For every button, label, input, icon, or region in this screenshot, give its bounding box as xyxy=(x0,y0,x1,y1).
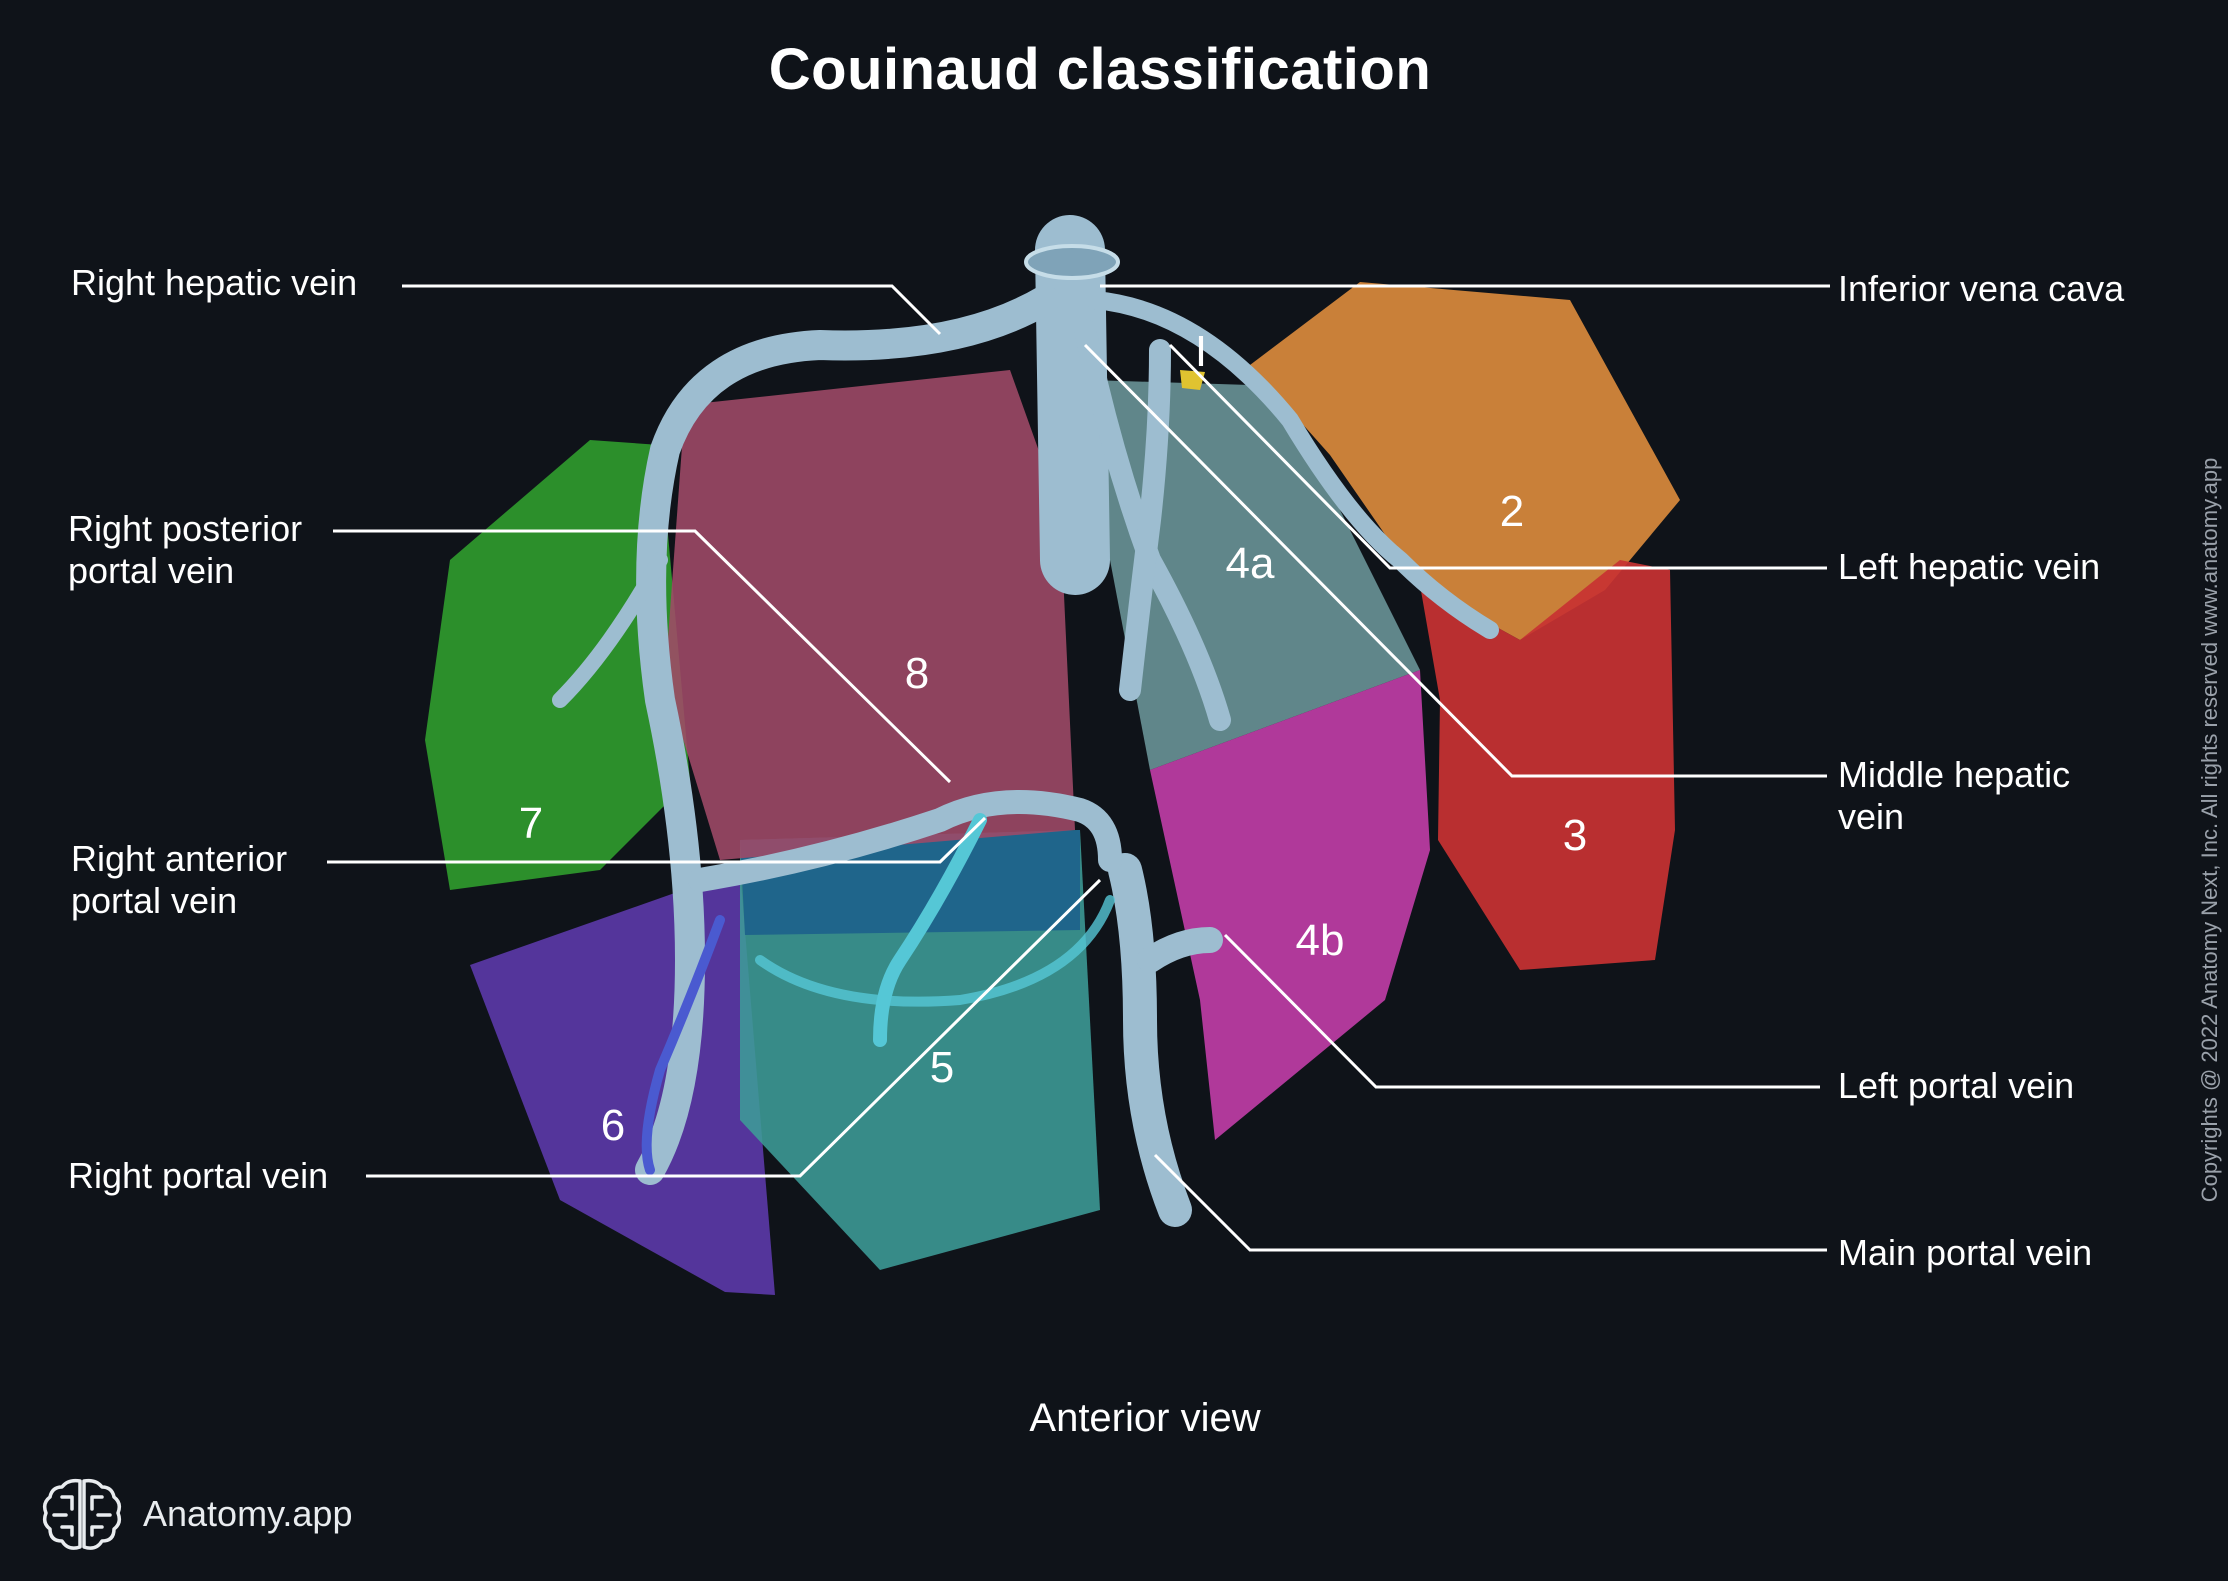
label-middle-hepatic-vein-line2: vein xyxy=(1838,796,1905,837)
segment-5-label: 5 xyxy=(930,1043,954,1092)
right-anterior-portal-branch xyxy=(873,813,987,1047)
segment-4b-region xyxy=(1150,670,1430,1140)
label-inferior-vena-cava: Inferior vena cava xyxy=(1838,268,2125,309)
label-middle-hepatic-vein-line1: Middle hepatic xyxy=(1838,754,2071,795)
portal-arc xyxy=(755,895,1115,1007)
segment-6-region xyxy=(470,870,775,1295)
segment-3-region xyxy=(1420,560,1675,970)
segment-7-label: 7 xyxy=(519,799,543,848)
leader-right-hepatic-vein xyxy=(402,284,942,336)
view-caption: Anterior view xyxy=(1029,1396,1261,1440)
label-left-portal-vein: Left portal vein xyxy=(1838,1065,2075,1106)
inferior-vena-cava-vessel xyxy=(1035,215,1110,595)
segment-8-label: 8 xyxy=(905,649,929,698)
label-main-portal-vein: Main portal vein xyxy=(1838,1232,2093,1273)
segment-8-region xyxy=(665,370,1075,860)
ivc-opening xyxy=(1024,244,1120,280)
label-right-portal-vein: Right portal vein xyxy=(68,1155,329,1196)
segment-6-label: 6 xyxy=(601,1101,625,1150)
leader-lines xyxy=(327,284,1830,1252)
segment-1-label: I xyxy=(1195,327,1207,376)
copyright-text: Copyrights @ 2022 Anatomy Next, Inc. All… xyxy=(2197,457,2222,1203)
leader-left-portal-vein xyxy=(1223,933,1820,1089)
leader-middle-hepatic-vein xyxy=(1083,343,1827,778)
brand-name: Anatomy.app xyxy=(143,1493,353,1534)
segment-4a-region xyxy=(1090,380,1420,770)
segment-2-label: 2 xyxy=(1500,487,1524,536)
leader-right-portal-vein xyxy=(366,878,1102,1178)
segment-2-region xyxy=(1250,282,1680,640)
left-portal-branch xyxy=(1137,927,1223,973)
brand[interactable]: Anatomy.app xyxy=(40,1475,380,1555)
segment-7-region xyxy=(425,440,690,890)
label-right-posterior-portal-vein-line1: Right posterior xyxy=(68,508,303,549)
segment-numbers: I 2 3 4a 4b 5 6 7 8 xyxy=(519,327,1587,1150)
label-right-anterior-portal-vein-line1: Right anterior xyxy=(71,838,288,879)
segment-6-branches xyxy=(641,915,725,1175)
label-right-anterior-portal-vein-line2: portal vein xyxy=(71,880,238,921)
segment-4a-label: 4a xyxy=(1226,539,1275,588)
right-posterior-branch xyxy=(552,552,668,708)
brain-logo-icon xyxy=(42,1478,122,1550)
label-right-posterior-portal-vein-line2: portal vein xyxy=(68,550,235,591)
leader-right-anterior-portal-vein xyxy=(327,816,987,864)
label-right-hepatic-vein: Right hepatic vein xyxy=(71,262,358,303)
segment-3-label: 3 xyxy=(1563,811,1587,860)
left-hepatic-vein-vessel xyxy=(1086,291,1499,639)
leader-left-hepatic-vein xyxy=(1168,343,1827,570)
page-title: Couinaud classification xyxy=(768,37,1432,102)
main-portal-vein-vessel xyxy=(1108,853,1192,1227)
leader-main-portal-vein xyxy=(1153,1153,1827,1252)
leader-right-posterior-portal-vein xyxy=(333,529,952,784)
label-left-hepatic-vein: Left hepatic vein xyxy=(1838,546,2101,587)
left-portal-vein-vessel xyxy=(1119,339,1171,701)
segment-5-region xyxy=(740,830,1100,1270)
segment-4b-label: 4b xyxy=(1296,916,1345,965)
